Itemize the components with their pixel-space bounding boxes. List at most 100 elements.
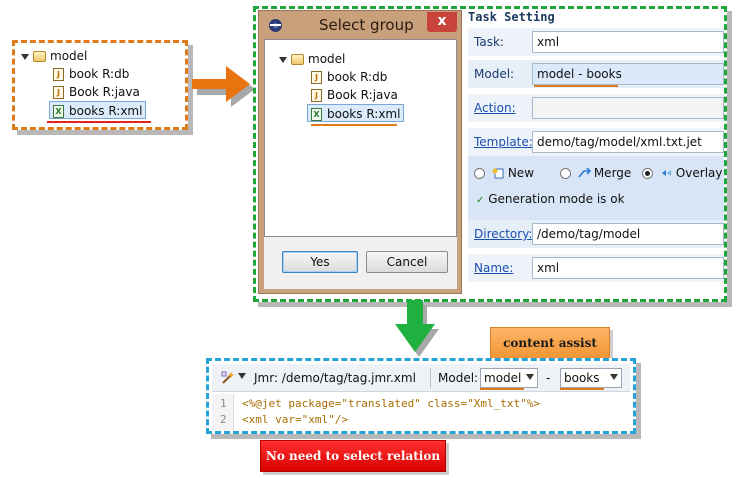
- action-input[interactable]: [532, 97, 724, 119]
- group-select-underline: [560, 388, 604, 390]
- action-link[interactable]: Action:: [474, 101, 516, 115]
- mode-overlay-label: Overlay: [675, 166, 723, 180]
- jet-file-icon: J: [311, 89, 322, 102]
- chevron-down-icon: [610, 374, 618, 380]
- tree-item-label: book R:db: [69, 67, 130, 81]
- new-file-icon: [492, 168, 504, 179]
- mode-merge-option[interactable]: Merge: [560, 166, 631, 180]
- eclipse-icon: [269, 19, 282, 32]
- dialog-title-bar[interactable]: Select group x: [259, 11, 461, 39]
- dialog-button-bar: Yes Cancel: [264, 237, 457, 289]
- jet-file-icon: J: [53, 68, 64, 81]
- name-input[interactable]: xml: [532, 257, 724, 279]
- line-number-gutter: [212, 394, 234, 430]
- name-link[interactable]: Name:: [474, 261, 514, 275]
- expand-triangle-icon[interactable]: [21, 53, 29, 60]
- dialog-tree-item-book-java[interactable]: J Book R:java: [311, 86, 398, 104]
- code-editor[interactable]: 1 2 <%@jet package="translated" class="X…: [212, 394, 630, 430]
- xml-file-icon: X: [53, 105, 64, 118]
- template-input[interactable]: demo/tag/model/xml.txt.jet: [532, 131, 724, 153]
- overlay-icon: [661, 170, 671, 176]
- radio-merge[interactable]: [560, 168, 571, 179]
- mode-status-text: Generation mode is ok: [488, 192, 625, 206]
- content-assist-callout: content assist: [490, 327, 610, 359]
- tree-item-label: books R:xml: [327, 107, 401, 121]
- merge-icon: [578, 168, 591, 178]
- tree-item-book-java[interactable]: J Book R:java: [53, 83, 140, 101]
- close-button[interactable]: x: [427, 12, 457, 32]
- dialog-tree-item-model[interactable]: model: [279, 50, 345, 68]
- template-row: Template: demo/tag/model/xml.txt.jet: [468, 128, 724, 156]
- directory-row: Directory: /demo/tag/model: [468, 220, 724, 248]
- action-row: Action:: [468, 94, 724, 122]
- line-number: 2: [220, 413, 227, 426]
- toolbar-separator: -: [546, 371, 551, 385]
- no-relation-callout: No need to select relation: [260, 440, 446, 472]
- toolbar-divider: [430, 368, 431, 388]
- jet-file-icon: J: [311, 71, 322, 84]
- editor-frame: Jmr: /demo/tag/tag.jmr.xml Model: model …: [206, 358, 636, 434]
- mode-merge-label: Merge: [593, 166, 632, 180]
- task-label: Task:: [474, 35, 504, 49]
- tree-item-label: books R:xml: [69, 104, 143, 118]
- code-line[interactable]: <xml var="xml"/>: [242, 413, 348, 426]
- yes-button[interactable]: Yes: [282, 251, 358, 273]
- mode-new-option[interactable]: New: [474, 166, 534, 180]
- editor-toolbar: Jmr: /demo/tag/tag.jmr.xml Model: model …: [212, 364, 630, 392]
- tree-item-label: book R:db: [327, 70, 388, 84]
- group-select-value: books: [564, 371, 600, 385]
- code-line[interactable]: <%@jet package="translated" class="Xml_t…: [242, 397, 541, 410]
- task-input[interactable]: xml: [532, 31, 724, 53]
- model-toolbar-label: Model:: [438, 371, 479, 385]
- name-row: Name: xml: [468, 254, 724, 282]
- xml-file-icon: X: [311, 108, 322, 121]
- expand-triangle-icon[interactable]: [279, 56, 287, 63]
- chevron-down-icon: [526, 374, 534, 380]
- radio-overlay[interactable]: [642, 168, 653, 179]
- directory-link[interactable]: Directory:: [474, 227, 533, 241]
- mode-new-label: New: [507, 166, 535, 180]
- check-icon: ✓: [476, 195, 485, 206]
- model-select-value: model: [484, 371, 522, 385]
- selection-underline: [47, 121, 151, 123]
- cancel-button[interactable]: Cancel: [366, 251, 448, 273]
- task-setting-panel: Task Setting Task: xml Model: model - bo…: [466, 10, 724, 298]
- template-link[interactable]: Template:: [474, 135, 533, 149]
- dialog-title: Select group: [319, 16, 414, 34]
- selection-underline: [311, 124, 397, 126]
- model-input[interactable]: model - books: [532, 63, 724, 85]
- orange-arrow-icon: [192, 66, 255, 107]
- model-row: Model: model - books: [468, 60, 724, 88]
- tree-item-label: model: [50, 49, 88, 63]
- green-arrow-icon: [395, 300, 439, 357]
- tree-item-label: Book R:java: [327, 88, 398, 102]
- mode-overlay-option[interactable]: Overlay: [642, 166, 722, 180]
- generation-mode-block: New Merge Overlay ✓ Generation mode is o…: [468, 156, 724, 222]
- directory-input[interactable]: /demo/tag/model: [532, 223, 724, 245]
- tree-item-model[interactable]: model: [21, 47, 87, 65]
- wand-icon[interactable]: [220, 370, 236, 386]
- task-row: Task: xml: [468, 28, 724, 56]
- package-icon: [33, 51, 46, 62]
- model-underline: [534, 85, 618, 87]
- package-icon: [291, 54, 304, 65]
- tree-item-label: Book R:java: [69, 85, 140, 99]
- task-setting-title: Task Setting: [468, 10, 555, 24]
- model-label: Model:: [474, 67, 515, 81]
- line-number: 1: [220, 397, 227, 410]
- tree-item-label: model: [308, 52, 346, 66]
- chevron-down-icon[interactable]: [238, 373, 246, 379]
- model-select[interactable]: model: [480, 368, 538, 388]
- group-select[interactable]: books: [560, 368, 622, 388]
- model-select-underline: [480, 388, 524, 390]
- jet-file-icon: J: [53, 86, 64, 99]
- mode-status: ✓ Generation mode is ok: [476, 192, 625, 206]
- radio-new[interactable]: [474, 168, 485, 179]
- jmr-path-label: Jmr: /demo/tag/tag.jmr.xml: [254, 371, 416, 385]
